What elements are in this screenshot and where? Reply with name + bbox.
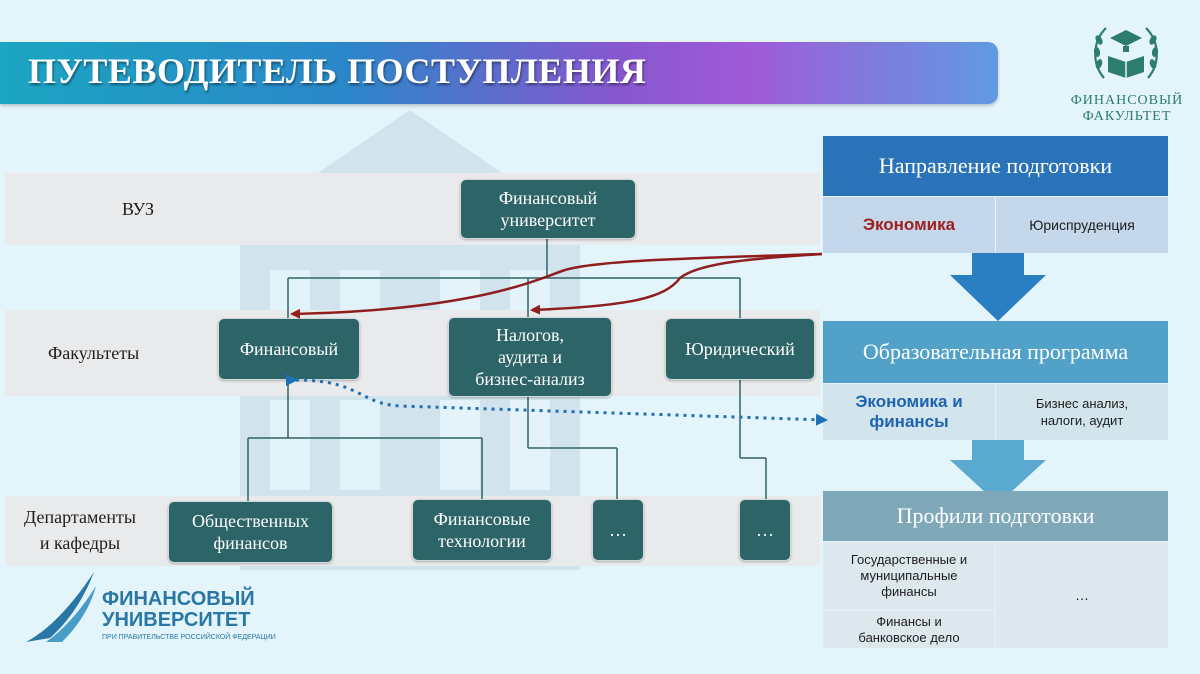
profile-option-ellipsis-label: …: [1075, 587, 1089, 603]
faculty-logo-line1: ФИНАНСОВЫЙ: [1070, 93, 1184, 108]
faculty-logo-text: ФИНАНСОВЫЙ ФАКУЛЬТЕТ: [1068, 93, 1186, 125]
node-dept-ellipsis-1[interactable]: …: [592, 499, 644, 561]
row-label-vuz: ВУЗ: [122, 199, 155, 219]
row-label-faculties: Факультеты: [48, 343, 140, 363]
node-dept-fintech-label: Финансовые технологии: [433, 509, 531, 551]
direction-option-law-label: Юриспруденция: [1029, 217, 1135, 233]
down-arrow-icon: [950, 253, 1046, 321]
title-bar: [0, 42, 998, 104]
program-option-econ-finance-label: Экономика и финансы: [855, 392, 963, 431]
node-financial-university-label: Финансовый университет: [498, 188, 598, 230]
program-header: Образовательная программа: [823, 321, 1168, 383]
profile-option-state-finance[interactable]: Государственные и муниципальные финансы: [823, 542, 995, 610]
profiles-header-label: Профили подготовки: [896, 503, 1095, 528]
profile-option-ellipsis[interactable]: …: [996, 542, 1168, 648]
university-logo-line2: УНИВЕРСИТЕТ: [102, 609, 251, 631]
faculty-emblem-icon: [1093, 27, 1159, 79]
profiles-header: Профили подготовки: [823, 491, 1168, 541]
down-arrow-icon: [950, 440, 1046, 504]
node-dept-ellipsis-2-label: …: [756, 520, 774, 540]
row-label-departments-line1: Департаменты: [24, 507, 136, 527]
node-dept-fintech[interactable]: Финансовые технологии: [412, 499, 552, 561]
red-arrow-to-faculty-finance: [290, 252, 823, 319]
profile-option-state-finance-label: Государственные и муниципальные финансы: [850, 552, 968, 599]
node-financial-university[interactable]: Финансовый университет: [460, 179, 636, 239]
node-faculty-law[interactable]: Юридический: [665, 318, 815, 380]
direction-option-economics[interactable]: Экономика: [823, 197, 995, 253]
university-logo-icon: [26, 572, 96, 642]
node-dept-public-finance-label: Общественных финансов: [191, 511, 310, 553]
node-dept-ellipsis-1-label: …: [609, 520, 627, 540]
program-header-label: Образовательная программа: [862, 339, 1129, 364]
university-logo-line3: ПРИ ПРАВИТЕЛЬСТВЕ РОССИЙСКОЙ ФЕДЕРАЦИИ: [102, 634, 276, 641]
profile-option-banking-label: Финансы и банковское дело: [858, 613, 960, 645]
program-option-business-label: Бизнес анализ, налоги, аудит: [1035, 396, 1129, 428]
page-title: ПУТЕВОДИТЕЛЬ ПОСТУПЛЕНИЯ: [28, 51, 647, 91]
direction-header-label: Направление подготовки: [878, 153, 1113, 178]
row-label-departments-line2: и кафедры: [39, 533, 121, 553]
faculty-logo-line2: ФАКУЛЬТЕТ: [1082, 109, 1172, 124]
red-arrow-to-faculty-tax: [530, 252, 823, 315]
direction-option-law[interactable]: Юриспруденция: [996, 197, 1168, 253]
program-option-business[interactable]: Бизнес анализ, налоги, аудит: [996, 384, 1168, 440]
profile-option-banking[interactable]: Финансы и банковское дело: [823, 611, 995, 648]
program-option-econ-finance[interactable]: Экономика и финансы: [823, 384, 995, 440]
university-logo-line1: ФИНАНСОВЫЙ: [102, 588, 255, 610]
row-label-departments: Департаменты и кафедры: [24, 504, 136, 556]
direction-option-economics-label: Экономика: [862, 215, 956, 234]
direction-header: Направление подготовки: [823, 136, 1168, 196]
node-faculty-finance-label: Финансовый: [239, 339, 339, 359]
node-faculty-law-label: Юридический: [685, 339, 795, 359]
node-dept-public-finance[interactable]: Общественных финансов: [168, 501, 333, 563]
band-vuz: [5, 173, 820, 245]
blue-dotted-double-arrow: [285, 373, 828, 426]
node-dept-ellipsis-2[interactable]: …: [739, 499, 791, 561]
